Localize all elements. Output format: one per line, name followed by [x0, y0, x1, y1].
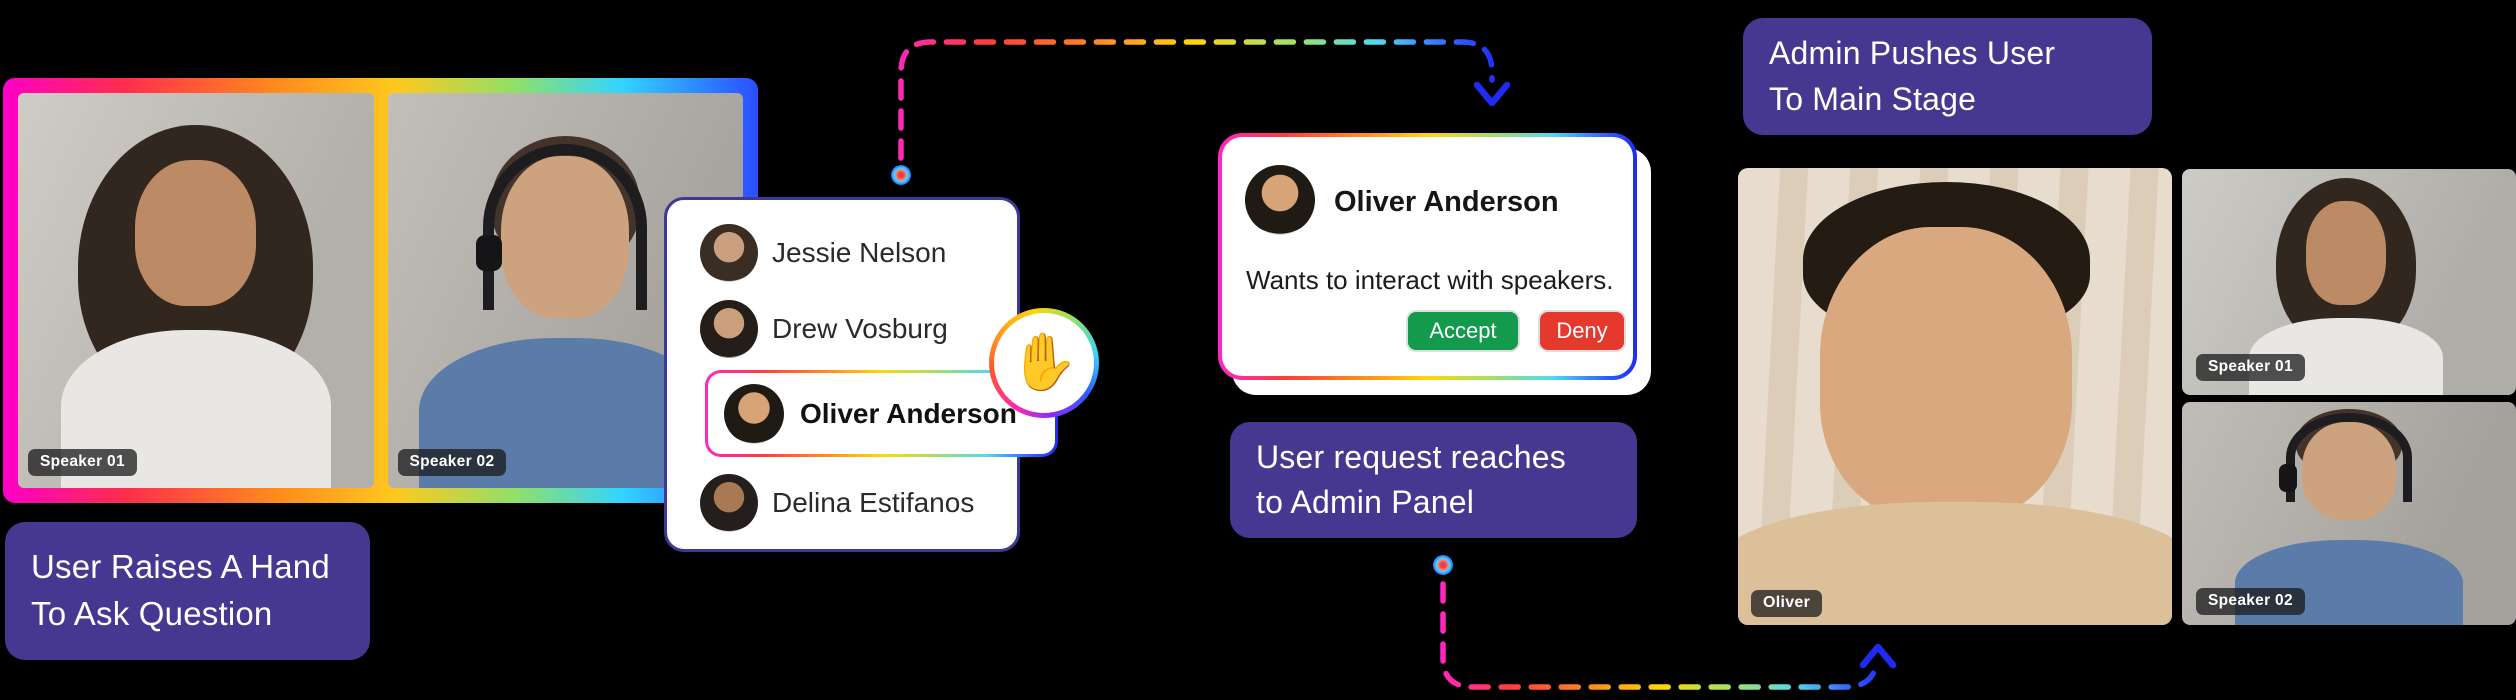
avatar: [724, 383, 784, 444]
participant-row-jessie-nelson[interactable]: Jessie Nelson: [667, 221, 1017, 285]
caption-line: to Admin Panel: [1256, 484, 1475, 520]
participant-name: Delina Estifanos: [772, 487, 975, 518]
headset-band-icon: [2285, 413, 2413, 503]
caption-line: To Main Stage: [1769, 80, 1977, 117]
requester-name: Oliver Anderson: [1334, 186, 1559, 218]
flow-dot-admin: [1433, 555, 1453, 575]
person-head: [501, 156, 630, 319]
caption-user-raises-hand: User Raises A Hand To Ask Question: [5, 522, 370, 660]
person-head: [2305, 200, 2386, 305]
flow-dot-list: [891, 165, 911, 185]
video-tile-speaker-01: Speaker 01: [18, 93, 374, 488]
raised-hand-badge: ✋: [989, 308, 1099, 418]
speaker-02-name-tag: Speaker 02: [397, 449, 507, 476]
headset-earcup-icon: [476, 235, 503, 272]
caption-admin-pushes-user: Admin Pushes User To Main Stage: [1743, 18, 2152, 135]
participant-name: Oliver Anderson: [800, 397, 1017, 429]
speaker-01-name-tag: Speaker 01: [28, 449, 137, 476]
main-stage-video-oliver: Oliver: [1738, 168, 2172, 625]
participant-name: Jessie Nelson: [772, 237, 947, 268]
caption-line: User request reaches: [1256, 438, 1566, 475]
headset-band-icon: [483, 144, 647, 311]
speaker-request-card: Oliver Anderson Wants to interact with s…: [1218, 133, 1637, 380]
participant-row-delina-estifanos[interactable]: Delina Estifanos: [667, 471, 1017, 535]
person-head: [2302, 422, 2396, 521]
person-head: [135, 160, 257, 307]
caption-request-reaches-admin: User request reaches to Admin Panel: [1230, 422, 1637, 538]
accept-button[interactable]: Accept: [1406, 310, 1520, 352]
deny-button[interactable]: Deny: [1538, 310, 1626, 352]
speaker-01-video: [18, 93, 374, 488]
speaker-01-name-tag: Speaker 01: [2196, 354, 2305, 381]
speaker-stage-frame: Speaker 01 Speaker 02: [3, 78, 758, 503]
caption-line: User Raises A Hand: [31, 548, 330, 586]
avatar: [700, 474, 758, 532]
arrow-up-icon: [1859, 643, 1897, 669]
side-video-tile-speaker-01: Speaker 01: [2182, 169, 2516, 395]
speaker-02-name-tag: Speaker 02: [2196, 588, 2305, 615]
avatar: [1245, 165, 1315, 235]
side-video-tile-speaker-02: Speaker 02: [2182, 402, 2516, 625]
participant-row-drew-vosburg[interactable]: Drew Vosburg: [667, 297, 1017, 361]
caption-line: To Ask Question: [31, 595, 273, 632]
avatar: [700, 224, 758, 282]
oliver-name-tag: Oliver: [1751, 590, 1823, 617]
speaker-02-video: [388, 93, 744, 488]
arrow-down-icon: [1473, 81, 1511, 107]
speaker-01-video: [2182, 169, 2516, 395]
speaker-02-video: [2182, 402, 2516, 625]
oliver-video: [1738, 168, 2172, 625]
request-message: Wants to interact with speakers.: [1246, 265, 1614, 295]
person-head: [1820, 227, 2073, 520]
raised-hand-icon: ✋: [1009, 330, 1079, 395]
participant-name: Drew Vosburg: [772, 313, 948, 344]
caption-line: Admin Pushes User: [1769, 35, 2056, 72]
avatar: [700, 300, 758, 358]
headset-earcup-icon: [2278, 464, 2297, 493]
